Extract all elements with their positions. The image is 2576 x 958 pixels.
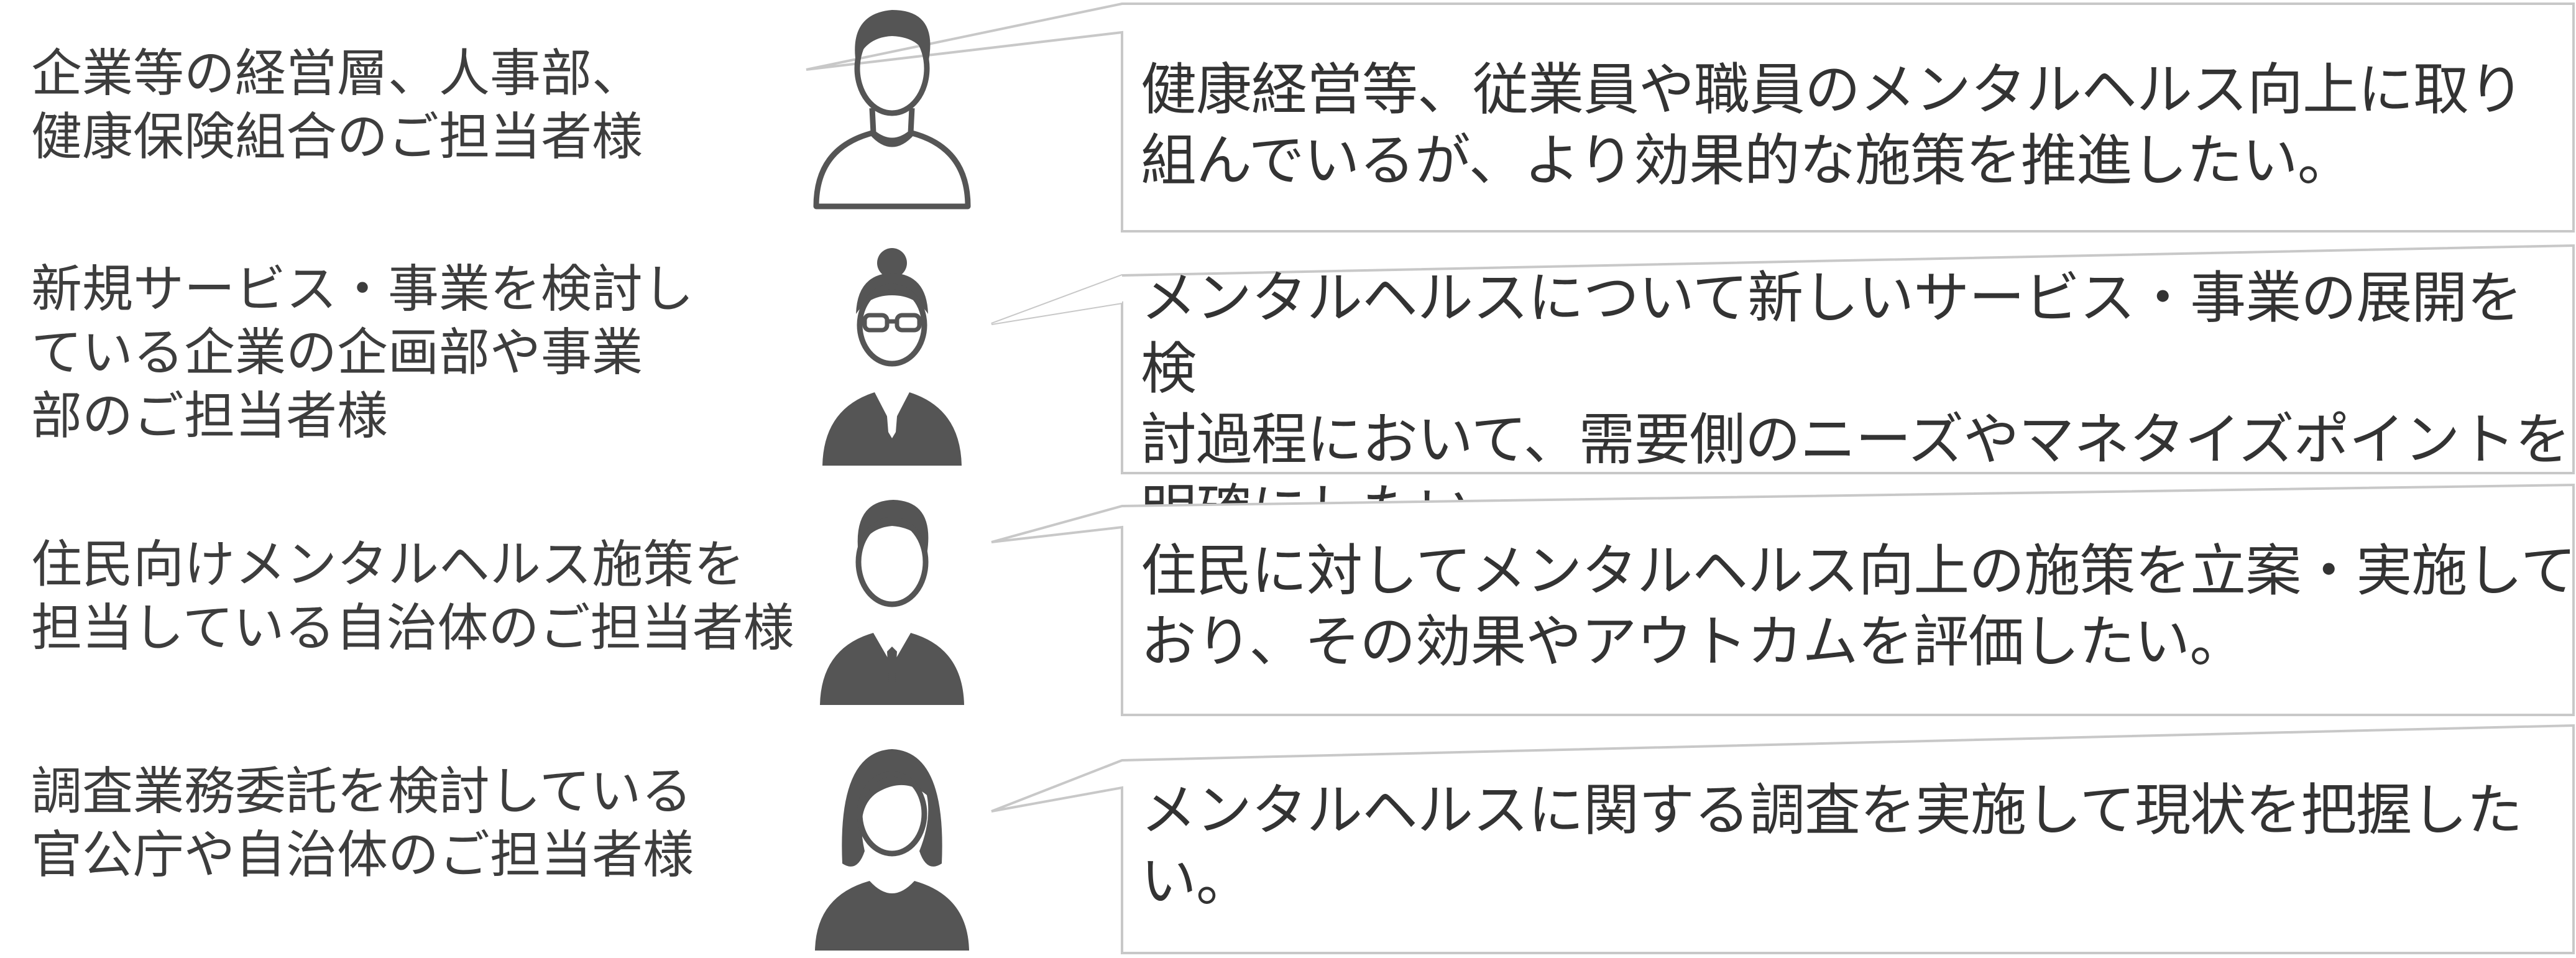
woman-icon bbox=[815, 749, 969, 951]
audience-label: 調査業務委託を検討している 官公庁や自治体のご担当者様 bbox=[31, 762, 694, 885]
audience-row-3: 住民向けメンタルヘルス施策を 担当している自治体のご担当者様 住民に対してメンタ… bbox=[0, 479, 2576, 718]
woman-glasses-suit-icon bbox=[822, 248, 962, 466]
need-text: 健康経営等、従業員や職員のメンタルヘルス向上に取り 組んでいるが、より効果的な施… bbox=[1141, 57, 2524, 193]
need-text: 住民に対してメンタルヘルス向上の施策を立案・実施して おり、その効果やアウトカム… bbox=[1141, 538, 2576, 675]
speech-bubble bbox=[991, 483, 2575, 716]
audience-row-1: 企業等の経営層、人事部、 健康保険組合のご担当者様 健康経営等、従業員や職員のメ… bbox=[0, 0, 2576, 239]
audience-row-2: 新規サービス・事業を検討し ている企業の企画部や事業 部のご担当者様 メンタルヘ… bbox=[0, 239, 2576, 543]
need-text: メンタルヘルスに関する調査を実施して現状を把握した い。 bbox=[1141, 778, 2523, 914]
man-casual-icon bbox=[813, 10, 971, 210]
man-suit-icon bbox=[820, 500, 964, 705]
audience-label: 企業等の経営層、人事部、 健康保険組合のご担当者様 bbox=[31, 44, 643, 167]
speech-bubble bbox=[991, 244, 2575, 474]
audience-label: 住民向けメンタルヘルス施策を 担当している自治体のご担当者様 bbox=[31, 535, 794, 658]
speech-bubble bbox=[991, 724, 2575, 954]
audience-row-4: 調査業務委託を検討している 官公庁や自治体のご担当者様 メンタルヘルスに関する調… bbox=[0, 718, 2576, 958]
speech-bubble bbox=[806, 2, 2575, 233]
audience-label: 新規サービス・事業を検討し ている企業の企画部や事業 部のご担当者様 bbox=[31, 260, 694, 446]
